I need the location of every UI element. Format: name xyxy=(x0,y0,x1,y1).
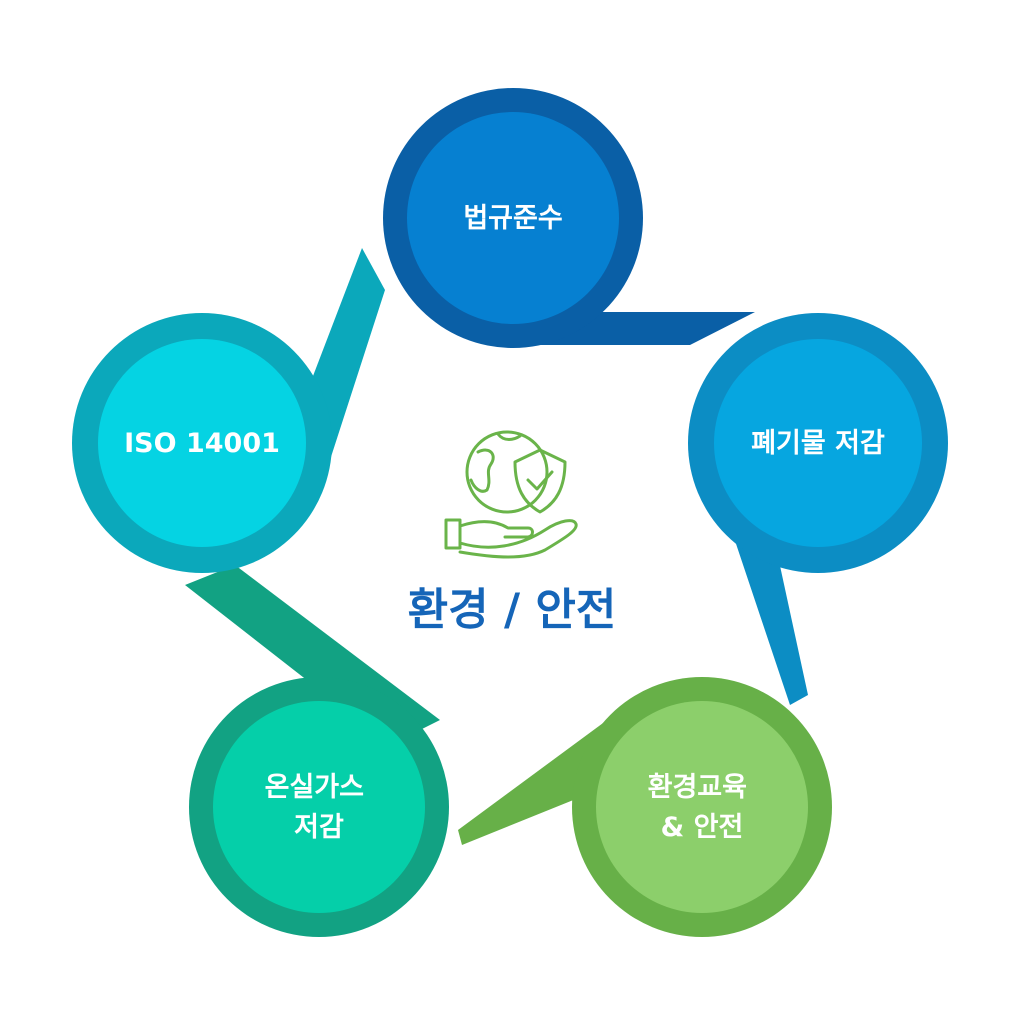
node-education[interactable]: 환경교육 & 안전 xyxy=(572,677,832,937)
shield-icon xyxy=(513,448,567,514)
node-waste-fill xyxy=(714,339,922,547)
globe-icon xyxy=(465,430,549,514)
earth-shield-hand-icon xyxy=(444,430,578,559)
hand-icon xyxy=(444,518,578,559)
node-iso[interactable]: ISO 14001 xyxy=(72,313,332,573)
node-compliance-fill xyxy=(407,112,619,324)
node-ghg-fill xyxy=(213,701,425,913)
node-ghg-label: 온실가스 저감 xyxy=(265,772,374,843)
connector-compliance xyxy=(540,312,755,345)
globe-continent-icon xyxy=(496,432,522,441)
node-iso-label: ISO 14001 xyxy=(124,428,280,459)
node-iso-fill xyxy=(98,339,306,547)
checkmark-icon xyxy=(526,470,554,491)
node-ghg[interactable]: 온실가스 저감 xyxy=(189,677,449,937)
node-education-fill xyxy=(596,701,808,913)
node-education-label: 환경교육 & 안전 xyxy=(648,772,757,843)
center-title: 환경 / 안전 xyxy=(408,585,617,636)
globe-continent-icon xyxy=(469,448,495,493)
node-waste-label: 폐기물 저감 xyxy=(751,428,885,459)
node-waste[interactable]: 폐기물 저감 xyxy=(688,313,948,573)
node-compliance-label: 법규준수 xyxy=(463,203,562,234)
node-compliance[interactable]: 법규준수 xyxy=(383,88,643,348)
